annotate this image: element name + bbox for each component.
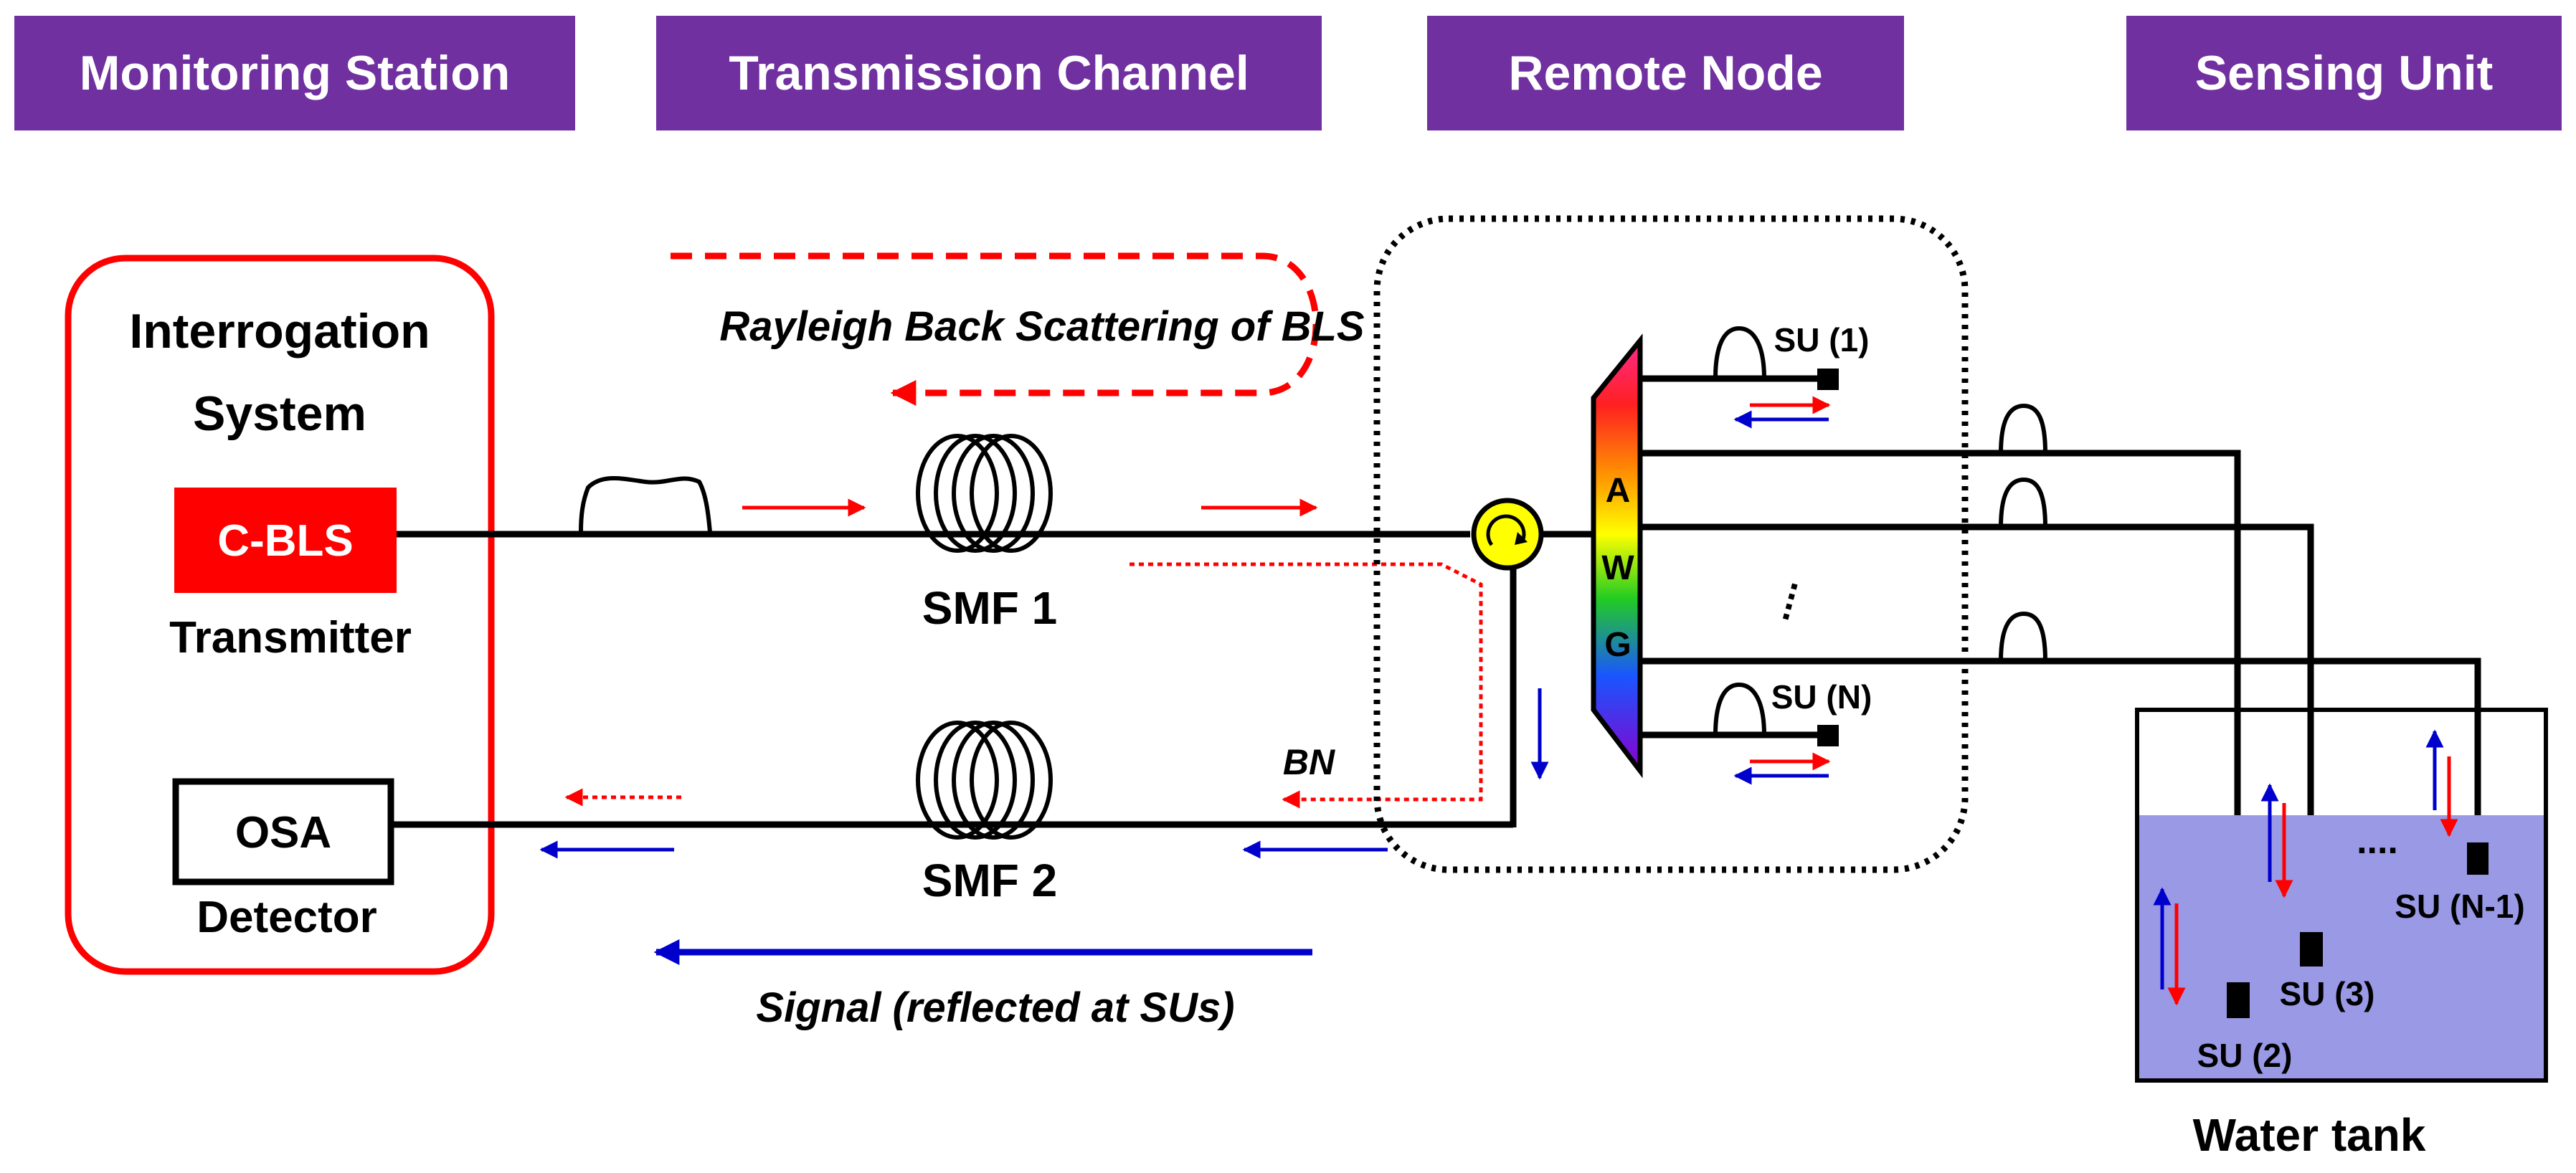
su2-reflector [2227, 982, 2250, 1018]
circulator-icon [1471, 498, 1544, 571]
transmitter-label: Transmitter [169, 613, 412, 663]
smf1-label: SMF 1 [922, 582, 1057, 634]
water-tank-label: Water tank [2193, 1109, 2426, 1161]
osa-label: OSA [235, 808, 331, 858]
smf2-label: SMF 2 [922, 855, 1057, 906]
interrogation-label-line2: System [193, 386, 366, 441]
awg-port-dots: .... [1756, 574, 1806, 625]
water-tank-box [2135, 708, 2548, 1083]
header-monitoring-station: Monitoring Station [14, 16, 575, 130]
header-sensing-unit: Sensing Unit [2126, 16, 2562, 130]
sun1-label: SU (N-1) [2395, 888, 2524, 925]
cbls-label: C-BLS [217, 516, 353, 566]
su1-label: SU (1) [1774, 321, 1870, 358]
remote-node-box [1373, 215, 1969, 873]
awg-letter-a: A [1606, 472, 1631, 510]
awg-letter-w: W [1601, 549, 1634, 587]
cbls-box [174, 488, 397, 593]
interrogation-label-line1: Interrogation [129, 304, 430, 358]
su3-reflector [2300, 932, 2323, 967]
sun-label: SU (N) [1771, 678, 1872, 716]
sun-reflector [1817, 725, 1839, 746]
rayleigh-loop-arrow [671, 252, 1320, 406]
su2-label: SU (2) [2197, 1037, 2293, 1074]
smf2-spool-icon [916, 721, 1053, 840]
header-remote-node: Remote Node [1427, 16, 1904, 130]
pulse-icon [579, 476, 712, 533]
pulse-humps [1713, 326, 2047, 736]
osa-box [172, 778, 394, 885]
sun1-reflector [2467, 842, 2489, 875]
detector-label: Detector [196, 893, 377, 942]
smf1-spool-icon [916, 434, 1053, 553]
interrogation-system-box [65, 255, 495, 975]
su1-reflector [1817, 369, 1839, 390]
bn-dotted-path [1130, 562, 1483, 809]
rayleigh-label: Rayleigh Back Scattering of BLS [719, 303, 1365, 350]
bn-label: BN [1283, 742, 1335, 782]
tank-dots: .... [2357, 820, 2398, 862]
awg-output-fibers [1640, 375, 2481, 993]
awg-icon [1591, 333, 1643, 779]
header-transmission-channel: Transmission Channel [656, 16, 1322, 130]
awg-letter-g: G [1604, 626, 1631, 664]
su3-label: SU (3) [2280, 975, 2375, 1012]
signal-label: Signal (reflected at SUs) [756, 984, 1234, 1031]
